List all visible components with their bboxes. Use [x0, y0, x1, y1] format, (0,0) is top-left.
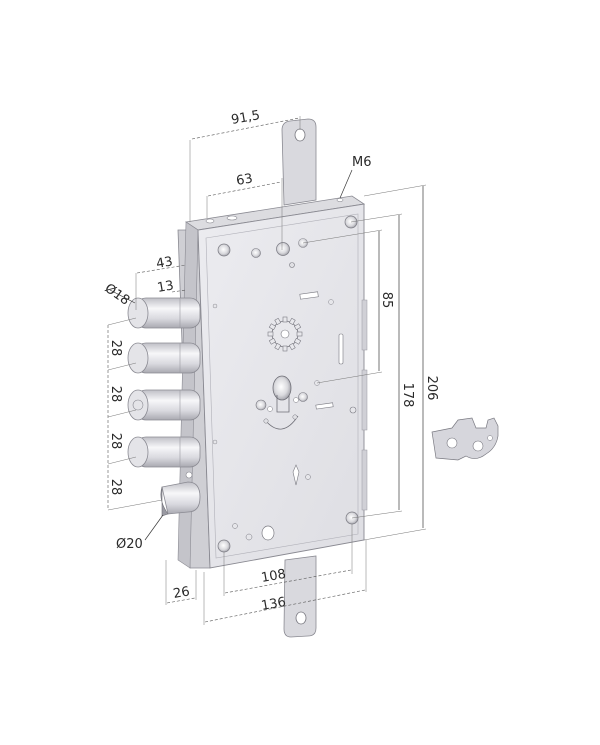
dim-label-m6: M6	[352, 155, 372, 170]
dimension-136: 136	[203, 540, 367, 625]
bolt-1	[127, 297, 201, 329]
dim-label-dia18: Ø18	[102, 281, 133, 309]
dim-label-136: 136	[260, 595, 287, 614]
m6-thread-hole	[336, 198, 344, 202]
bolt-2	[127, 342, 201, 374]
dimension-bolt-spacing: 28 28 28 28	[107, 317, 163, 511]
top-strike-hole	[294, 128, 306, 142]
bottom-strike	[283, 555, 317, 638]
dimension-43: 43	[135, 254, 187, 310]
dimension-63: 63	[206, 171, 283, 250]
dim-label-206: 206	[424, 376, 439, 401]
dim-label-85: 85	[379, 292, 394, 309]
dim-label-108: 108	[260, 567, 287, 586]
dimension-91-5: 91,5	[189, 108, 301, 222]
dim-label-dia20: Ø20	[116, 537, 143, 552]
dimension-108: 108	[223, 524, 353, 596]
logo-emblem-icon	[132, 399, 144, 411]
dim-label-28-4: 28	[108, 479, 123, 496]
dim-label-43: 43	[155, 254, 174, 272]
gear-wheel	[267, 316, 303, 352]
dimension-206: 206	[363, 184, 439, 541]
dimension-dia20: Ø20	[116, 514, 164, 552]
mounting-hole	[217, 539, 231, 553]
cylinder-hole	[255, 375, 308, 430]
dim-label-28-3: 28	[108, 433, 123, 450]
dimension-m6: M6	[339, 155, 372, 199]
dim-label-26: 26	[172, 584, 191, 602]
dim-label-28-2: 28	[108, 386, 123, 403]
latch	[160, 481, 201, 517]
bottom-strike-hole	[295, 611, 307, 625]
dim-label-63: 63	[235, 171, 254, 189]
dimension-178: 178	[350, 213, 415, 519]
dimension-13: 13	[156, 278, 187, 296]
top-strike	[281, 118, 317, 206]
cam-part	[431, 417, 499, 461]
dimension-85: 85	[302, 229, 394, 384]
keyhole	[292, 464, 300, 486]
dim-label-28-1: 28	[108, 340, 123, 357]
dim-label-178: 178	[400, 383, 415, 408]
dimension-26: 26	[165, 560, 197, 605]
lock-case	[177, 195, 368, 569]
bolt-4	[127, 436, 201, 468]
bolt-3	[127, 389, 201, 421]
mounting-hole	[217, 243, 231, 257]
dim-label-91-5: 91,5	[230, 108, 261, 128]
dim-label-13: 13	[156, 278, 175, 296]
